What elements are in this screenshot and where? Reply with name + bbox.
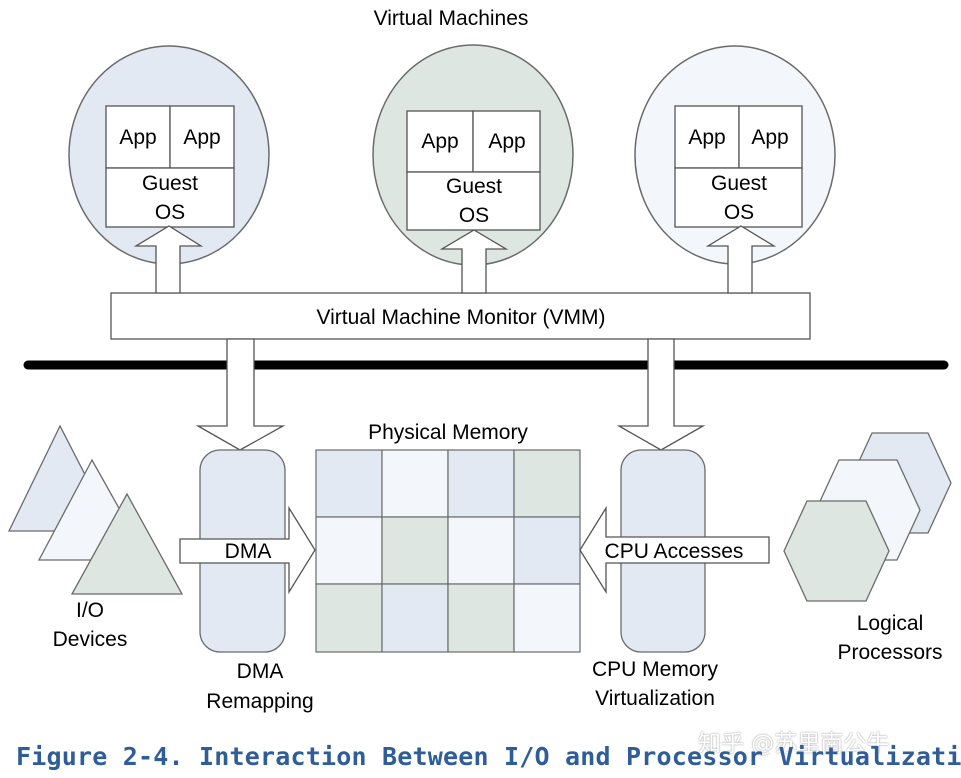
memory-cell [315,516,383,585]
cpu-accesses-arrow-label: CPU Accesses [605,540,744,563]
vm-2-guest-os-box [406,171,541,231]
vm-3-guest-os-box [674,167,803,228]
vm-1-guest-os-box [105,167,235,228]
vm-2-os-label: OS [459,204,489,227]
memory-cell [513,583,581,653]
memory-cell [315,583,383,653]
dma-remapping-label-line2: Remapping [206,690,313,713]
figure-caption: Figure 2-4. Interaction Between I/O and … [16,742,961,771]
vm-title: Virtual Machines [374,7,529,30]
physical-memory-label: Physical Memory [368,421,528,444]
vm-3-app-box-1 [674,105,740,169]
cpu-memory-virtualization-label-line1: CPU Memory [592,658,719,681]
io-device-triangle-3 [70,492,184,595]
vm-1-app-box-1 [105,105,171,169]
memory-cell [447,449,515,518]
memory-cell [447,583,515,653]
vm-3-app-label-2: App [751,126,788,149]
dma-arrow [179,505,316,595]
vm-1-os-label: OS [155,201,185,224]
vm-1-guest-label: Guest [142,172,198,195]
vm-3-guest-label: Guest [711,172,767,195]
cpu-memory-virtualization-label-line2: Virtualization [595,687,715,710]
vmm-label: Virtual Machine Monitor (VMM) [316,306,605,329]
memory-cell [315,449,383,518]
vm-2-app-label-2: App [488,130,525,153]
memory-cell [447,516,515,585]
memory-cell [381,449,449,518]
up-arrow-vm-1 [133,225,204,294]
dma-remapping-label-line1: DMA [237,660,284,683]
cpu-accesses-arrow [579,505,770,595]
vm-3-os-label: OS [724,201,754,224]
vm-2-app-box-1 [406,110,474,173]
virtual-machine-2: App App Guest OS [372,44,574,266]
watermark: 知乎 @苏里南公牛 [698,731,890,757]
memory-cell [513,516,581,585]
vm-3-app-box-2 [738,105,803,169]
logical-processors-group [783,432,952,602]
vm-2-guest-label: Guest [446,175,502,198]
vm-1-app-label-2: App [183,126,220,149]
vm-3-app-label-1: App [688,126,725,149]
memory-cell [381,583,449,653]
logical-processors-label-line1: Logical [857,612,924,635]
logical-processor-hexagon-3 [783,500,890,602]
down-arrow-cpu-memory-virtualization [616,338,706,451]
logical-processors-label-line2: Processors [837,641,942,664]
vmm-bar [110,292,811,340]
io-devices-group [7,424,184,595]
vm-1-app-box-2 [169,105,235,169]
down-arrow-dma-remapping [195,338,286,451]
dma-arrow-label: DMA [225,540,272,563]
memory-cell [381,516,449,585]
virtual-machine-1: App App Guest OS [68,45,270,265]
vm-1-app-label-1: App [119,126,156,149]
memory-cell [513,449,581,518]
virtual-machine-3: App App Guest OS [634,45,836,265]
vm-2-app-label-1: App [421,130,458,153]
io-devices-label-line2: Devices [53,628,128,651]
physical-memory-grid [315,449,581,653]
io-devices-label-line1: I/O [76,599,104,622]
vm-2-app-box-2 [472,110,541,173]
up-arrow-vm-3 [705,225,777,294]
up-arrow-vm-2 [439,229,509,294]
